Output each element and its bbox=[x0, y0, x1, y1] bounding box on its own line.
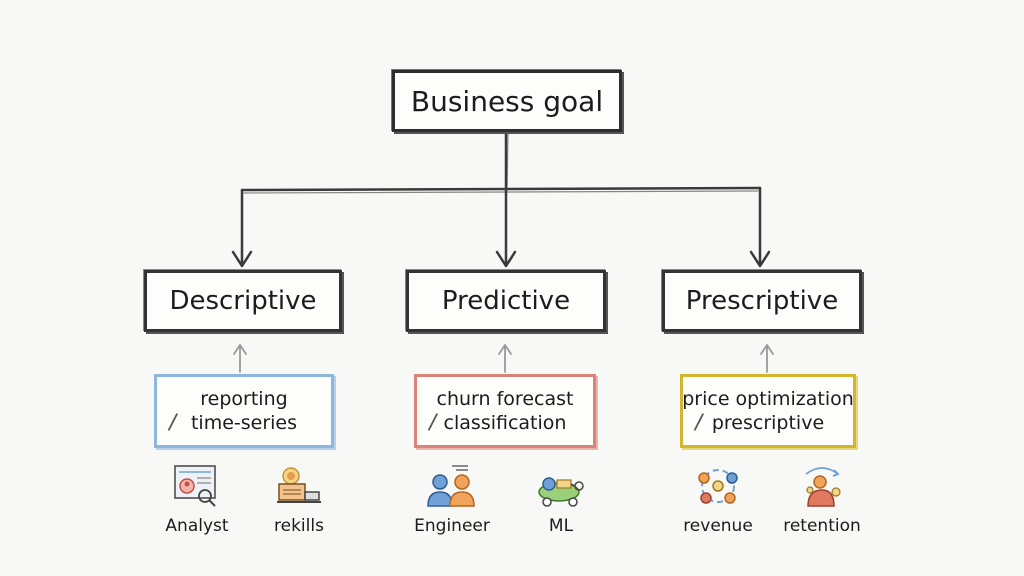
up-arrow-predictive bbox=[498, 343, 512, 373]
slash-mark: / bbox=[166, 409, 179, 436]
business-goal-label: Business goal bbox=[410, 84, 604, 118]
ml-robot-icon bbox=[538, 477, 584, 507]
branch-bar bbox=[240, 186, 762, 192]
role-label-retention: retention bbox=[783, 516, 861, 536]
role-retention: retention bbox=[767, 462, 877, 536]
slash-mark: / bbox=[426, 409, 439, 436]
prescriptive-box: Prescriptive bbox=[662, 270, 862, 332]
role-revenue: revenue bbox=[663, 462, 773, 536]
role-ml: ML bbox=[506, 462, 616, 536]
prescriptive-label: Prescriptive bbox=[685, 286, 839, 316]
role-label-analyst: Analyst bbox=[165, 516, 229, 536]
role-label-rekills: rekills bbox=[274, 516, 324, 536]
retention-person-icon bbox=[805, 467, 841, 507]
descriptive-box: Descriptive bbox=[144, 270, 342, 332]
method-line-1: reporting bbox=[200, 388, 288, 410]
revenue-cycle-icon bbox=[698, 469, 738, 504]
predictive-box: Predictive bbox=[406, 270, 606, 332]
slash-mark: / bbox=[692, 409, 705, 436]
method-line-2: classification bbox=[443, 412, 567, 434]
role-analyst: Analyst bbox=[142, 462, 252, 536]
predictive-methods-box: / churn forecast classification bbox=[414, 374, 596, 448]
method-line-1: churn forecast bbox=[436, 388, 574, 410]
method-line-2: prescriptive bbox=[711, 412, 825, 434]
analyst-dashboard-icon bbox=[174, 465, 216, 507]
method-line-2: time-series bbox=[190, 412, 298, 434]
role-label-ml: ML bbox=[548, 516, 574, 536]
up-arrow-descriptive bbox=[233, 343, 247, 373]
arrow-descriptive bbox=[231, 188, 253, 268]
business-goal-box: Business goal bbox=[392, 70, 622, 132]
predictive-label: Predictive bbox=[441, 286, 571, 316]
descriptive-label: Descriptive bbox=[169, 286, 317, 316]
up-arrow-prescriptive bbox=[760, 343, 774, 373]
skills-desk-icon bbox=[277, 467, 321, 503]
arrow-prescriptive bbox=[749, 186, 771, 268]
prescriptive-methods-box: / price optimization prescriptive bbox=[680, 374, 856, 448]
role-label-engineer: Engineer bbox=[414, 516, 490, 536]
engineer-people-icon bbox=[427, 465, 475, 507]
role-label-revenue: revenue bbox=[683, 516, 753, 536]
arrow-predictive bbox=[495, 188, 517, 268]
role-rekills: rekills bbox=[244, 462, 354, 536]
descriptive-methods-box: / reporting time-series bbox=[154, 374, 334, 448]
role-engineer: Engineer bbox=[397, 462, 507, 536]
method-line-1: price optimization bbox=[682, 388, 854, 410]
